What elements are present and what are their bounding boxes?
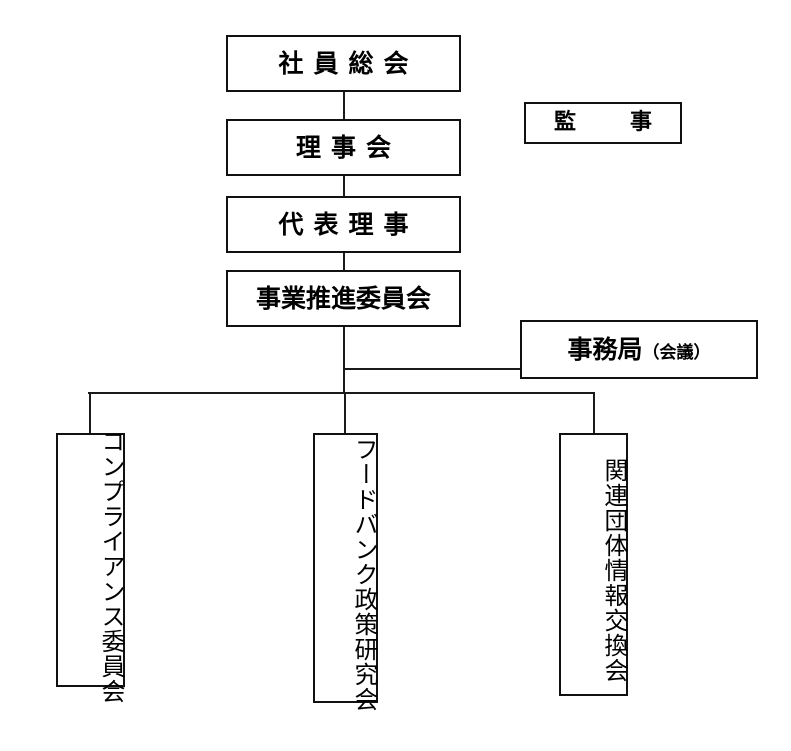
connector-promotion-trunk [343, 325, 345, 394]
connector-drop-liaison [593, 392, 595, 435]
node-auditor: 監 事 [524, 102, 682, 144]
node-secretariat-label: 事務局 [567, 335, 643, 364]
connector-drop-foodbank [344, 392, 346, 435]
connector-representative-to-promotion [343, 251, 345, 272]
node-secretariat-sublabel: （会議） [642, 343, 711, 363]
node-related-organizations-exchange: 関連団体情報交換会 [559, 433, 628, 696]
node-general-meeting: 社員総会 [226, 35, 461, 92]
connector-general-meeting-to-board [343, 92, 345, 121]
node-general-meeting-label: 社員総会 [278, 49, 419, 78]
connector-drop-compliance [89, 392, 91, 435]
node-compliance-committee: コンプライアンス委員会 [56, 429, 125, 704]
node-auditor-label: 監 事 [553, 110, 668, 135]
node-business-promotion-committee-label: 事業推進委員会 [255, 284, 431, 313]
node-related-organizations-exchange-label: 関連団体情報交換会 [600, 458, 628, 683]
node-secretariat: 事務局 （会議） [520, 320, 758, 379]
node-business-promotion-committee: 事業推進委員会 [226, 270, 461, 327]
node-secretariat-inner: 事務局 （会議） [567, 337, 710, 362]
node-representative-director: 代表理事 [226, 196, 461, 253]
node-representative-director-label: 代表理事 [278, 210, 419, 239]
connector-board-to-representative [343, 174, 345, 198]
node-foodbank-policy-study-group: フードバンク政策研究会 [313, 433, 378, 712]
node-board-of-directors: 理事会 [226, 119, 461, 176]
connector-trunk-to-secretariat [343, 368, 522, 370]
node-foodbank-policy-study-group-label: フードバンク政策研究会 [350, 436, 378, 712]
node-board-of-directors-label: 理事会 [295, 133, 401, 162]
connector-distribution-bar [88, 392, 595, 394]
node-compliance-committee-label: コンプライアンス委員会 [97, 428, 125, 704]
